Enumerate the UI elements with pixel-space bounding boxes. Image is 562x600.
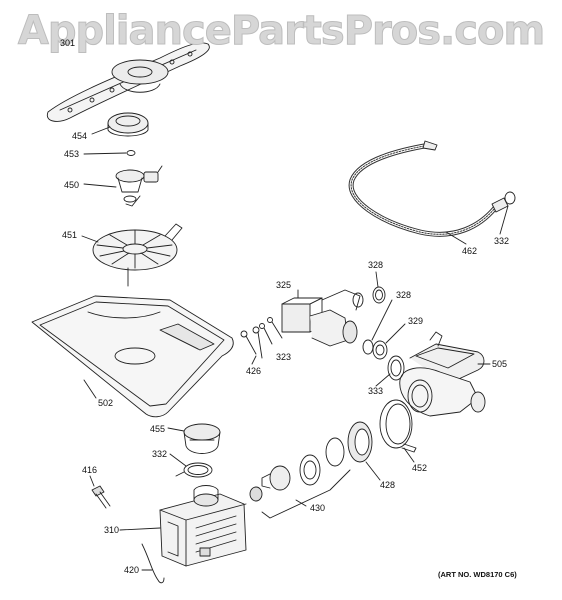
part-332-clamp-lower[interactable] — [169, 453, 213, 478]
callout-428: 428 — [380, 480, 396, 490]
callout-502: 502 — [98, 398, 114, 408]
part-430-impeller-group[interactable] — [249, 437, 351, 519]
callout-430: 430 — [310, 503, 326, 513]
part-450-support[interactable] — [83, 165, 163, 207]
part-453-o-ring[interactable] — [83, 150, 136, 156]
part-426-screws[interactable] — [240, 326, 263, 365]
part-462-drain-hose[interactable] — [348, 140, 509, 245]
part-454-hub[interactable] — [91, 112, 149, 137]
callout-333: 333 — [368, 386, 384, 396]
part-333-gasket[interactable] — [375, 355, 405, 387]
callout-328-upper: 328 — [368, 260, 384, 270]
callout-420: 420 — [124, 565, 140, 575]
callout-451: 451 — [62, 230, 78, 240]
part-455-filter-cup[interactable] — [167, 423, 221, 454]
callout-325: 325 — [276, 280, 292, 290]
part-332-hose-clamp[interactable] — [499, 191, 516, 235]
part-323-screws[interactable] — [259, 317, 283, 345]
part-451-filter[interactable] — [81, 223, 183, 287]
callout-426: 426 — [246, 366, 262, 376]
callout-328-lower: 328 — [396, 290, 412, 300]
callout-462: 462 — [462, 246, 478, 256]
callout-453: 453 — [64, 149, 80, 159]
part-325-drain-valve[interactable] — [281, 289, 364, 347]
callout-310: 310 — [104, 525, 120, 535]
callout-323: 323 — [276, 352, 292, 362]
part-301-spray-arm[interactable] — [46, 42, 210, 122]
part-428-gasket[interactable] — [347, 421, 381, 481]
callout-329: 329 — [408, 316, 424, 326]
callout-332-clamp: 332 — [152, 449, 168, 459]
callout-505: 505 — [492, 359, 508, 369]
part-416-bolt[interactable] — [89, 475, 111, 509]
part-329-seal[interactable] — [372, 323, 406, 360]
callout-455: 455 — [150, 424, 166, 434]
callout-416: 416 — [82, 465, 98, 475]
part-328-clamp-upper[interactable] — [372, 271, 386, 304]
callout-450: 450 — [64, 180, 80, 190]
callout-332-hose: 332 — [494, 236, 510, 246]
art-number: (ART NO. WD8170 C6) — [438, 570, 517, 579]
callout-452: 452 — [412, 463, 428, 473]
part-505-sump-housing[interactable] — [399, 331, 491, 417]
callout-454: 454 — [72, 131, 88, 141]
part-452-clamp[interactable] — [379, 399, 417, 463]
callout-301: 301 — [60, 38, 76, 48]
part-502-sump-plate[interactable] — [31, 295, 234, 418]
part-420-wire-clip[interactable] — [141, 543, 165, 584]
part-310-pump-motor[interactable] — [119, 485, 247, 567]
